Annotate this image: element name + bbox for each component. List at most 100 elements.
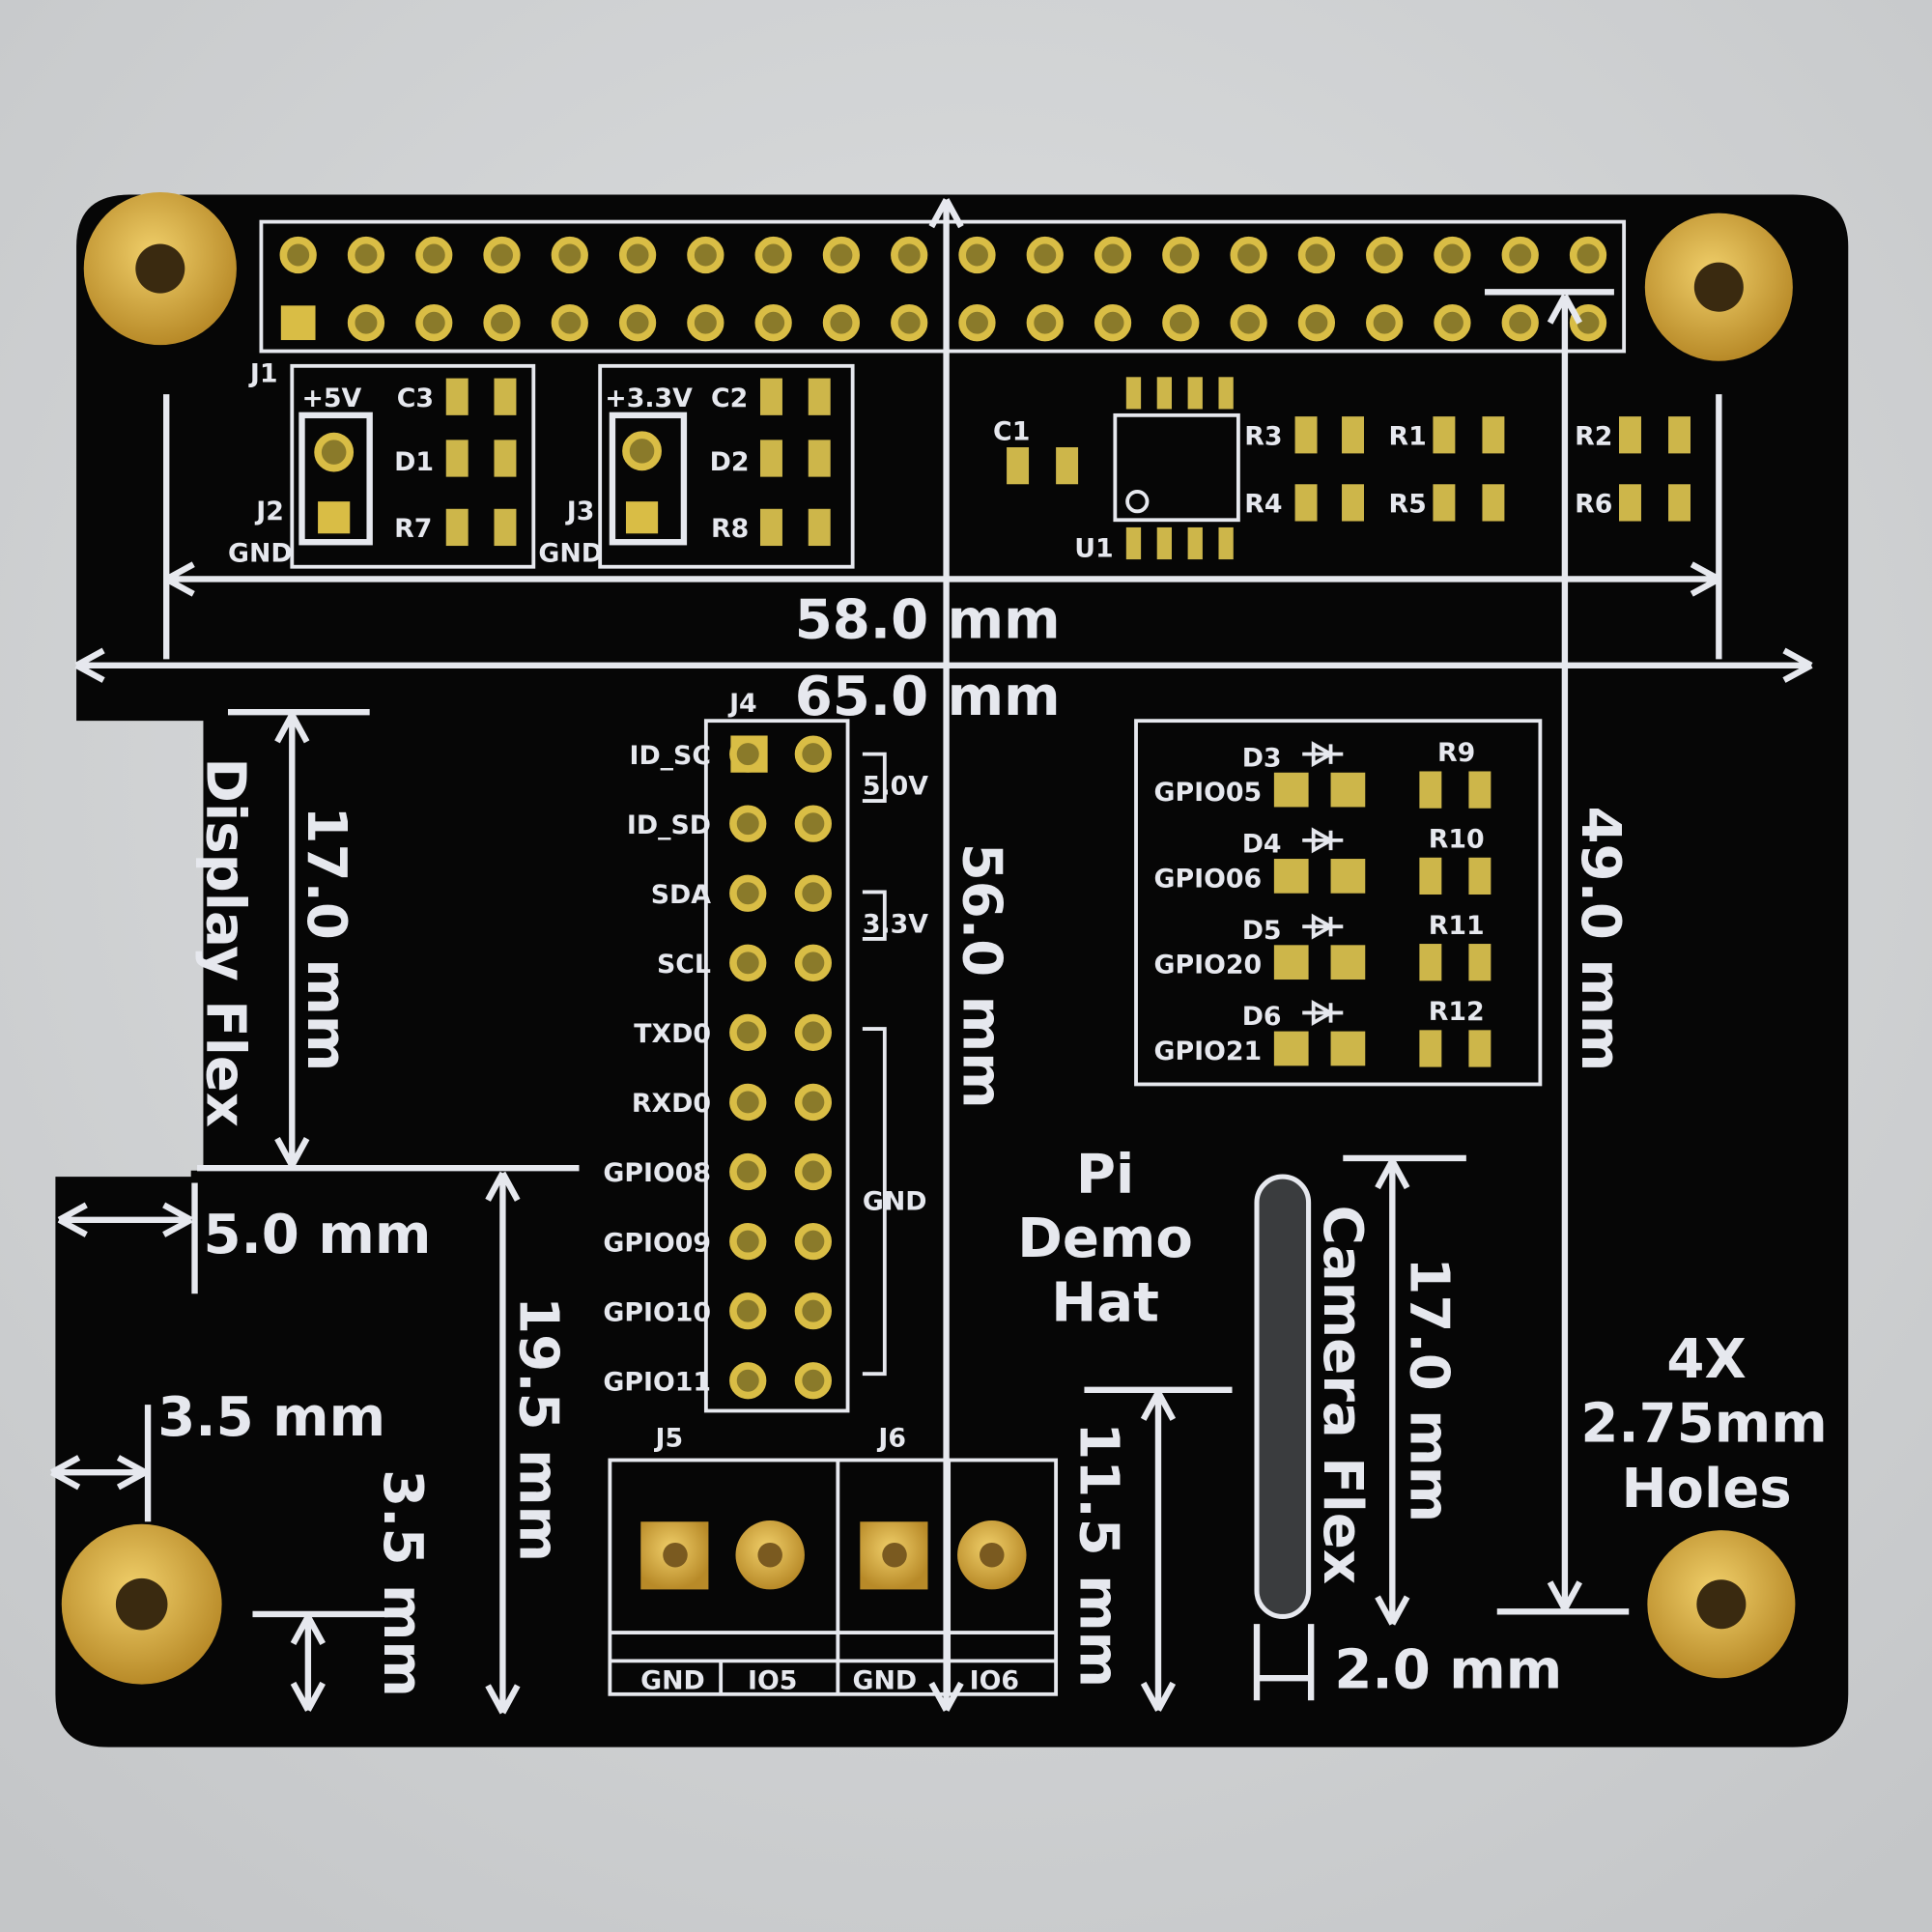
j4-pin-label: GPIO10 [603, 1297, 711, 1327]
diode-symbol-icon [1302, 827, 1344, 854]
j4-group-brackets [862, 752, 887, 1377]
j6-gnd-label: GND [853, 1666, 918, 1696]
mounting-holes [61, 191, 1796, 1685]
j4-pin [794, 1152, 832, 1191]
led-pad [1273, 859, 1309, 894]
mounting-hole-tr [1644, 213, 1793, 361]
camera-flex-slot [1254, 1174, 1312, 1620]
smd-pad [759, 440, 782, 477]
header-pin [754, 304, 792, 342]
diode-symbol-icon [1302, 999, 1344, 1026]
smd-pads [445, 377, 1690, 560]
resistor-pad [1468, 857, 1492, 895]
header-pin [618, 236, 657, 274]
led-gpio-label: GPIO20 [1154, 951, 1263, 980]
j4-pin-label: RXD0 [632, 1089, 711, 1119]
diode-symbol-icon [1302, 741, 1344, 768]
j4-pin [794, 1083, 832, 1122]
resistor-pad [1468, 944, 1492, 981]
dim-3-5mm-y: 3.5 mm [371, 1469, 434, 1697]
j2-label: J2 [254, 497, 284, 526]
j4-pin [729, 1152, 767, 1191]
j5-gnd-label: GND [640, 1666, 705, 1696]
header-pin [1026, 236, 1064, 274]
header-pin [347, 236, 385, 274]
j4-pin-label: SCL [657, 950, 711, 980]
j4-pin-label: TXD0 [634, 1019, 711, 1049]
led-gpio-label: GPIO06 [1154, 864, 1263, 894]
header-pin [551, 304, 588, 342]
u1-pin [1125, 526, 1142, 560]
p5v-outline [290, 363, 536, 569]
led-pad [1330, 859, 1366, 894]
header-pin [483, 236, 521, 274]
mounting-hole-tl [83, 191, 237, 346]
j4-pin-label: GPIO08 [603, 1158, 711, 1188]
j4-pin [794, 874, 832, 912]
smd-pad [494, 440, 517, 477]
j4-outline [703, 719, 850, 1413]
header-pin [891, 236, 928, 274]
holes-note-line1: 4X [1666, 1328, 1746, 1391]
u1-pin [1218, 526, 1234, 560]
d1-label: D1 [394, 447, 434, 477]
j2-outline [298, 412, 373, 546]
dim-2mm: 2.0 mm [1334, 1638, 1562, 1701]
r8-label: R8 [711, 514, 749, 544]
j4-pin [729, 944, 767, 981]
j4-label: J4 [727, 689, 757, 719]
j4-pin-label: GPIO11 [603, 1367, 711, 1397]
j6-io6-label: IO6 [970, 1666, 1019, 1696]
j2-pin [314, 432, 355, 472]
header-pin [1366, 304, 1404, 342]
holes-note-line2: 2.75mm [1580, 1392, 1827, 1455]
j4-pin [794, 1013, 832, 1052]
header-pin [1297, 304, 1336, 342]
smd-pad [759, 378, 782, 415]
resistor-pad [1419, 1030, 1442, 1067]
j4-pin [794, 944, 832, 981]
header-pin [618, 304, 657, 342]
smd-pad [445, 440, 469, 477]
header-pin [415, 304, 453, 342]
smd-pad [1619, 484, 1641, 522]
d2-label: D2 [710, 447, 750, 477]
smd-pad [1294, 416, 1318, 454]
header-pin [1569, 236, 1607, 274]
resistor-ref-label: R9 [1437, 738, 1475, 768]
dim-49mm: 49.0 mm [1569, 806, 1632, 1071]
mounting-hole-bl [61, 1523, 222, 1685]
smd-pad [808, 508, 831, 547]
mounting-hole-br [1647, 1530, 1796, 1679]
u1-pin [1156, 377, 1173, 410]
diode-symbol-icon [1302, 913, 1344, 940]
resistor-pad [1419, 944, 1442, 981]
j4-pin [794, 1293, 832, 1330]
led-gpio-label: GPIO21 [1154, 1037, 1263, 1066]
header-pin [1501, 304, 1539, 342]
smd-pad [1007, 447, 1030, 485]
header-pin [1297, 236, 1336, 274]
smd-pad [494, 378, 517, 415]
j4-pins: ID_SCID_SDSDASCLTXD0RXD0GPIO08GPIO09GPIO… [603, 735, 832, 1400]
j1-outline [259, 219, 1627, 354]
resistor-pad [1419, 857, 1442, 895]
header-pin [551, 236, 588, 274]
j3-pin [622, 431, 662, 471]
p33v-label: +3.3V [605, 384, 693, 413]
dim-display-17mm: 17.0 mm [295, 806, 357, 1071]
p33v-outline [598, 363, 855, 569]
resistor-ref-label: R11 [1429, 911, 1485, 941]
resistor-ref-label: R10 [1429, 825, 1485, 855]
led-pad [1330, 772, 1366, 808]
r3-label: R3 [1244, 421, 1282, 451]
header-pin [687, 236, 724, 274]
j2-gnd-label: GND [228, 539, 293, 569]
j3-label: J3 [565, 497, 595, 526]
header-pin [1366, 236, 1404, 274]
c1-label: C1 [993, 416, 1030, 446]
led-ref-label: D5 [1242, 916, 1282, 946]
header-pin [1094, 236, 1132, 274]
led-pad [1273, 1031, 1309, 1066]
